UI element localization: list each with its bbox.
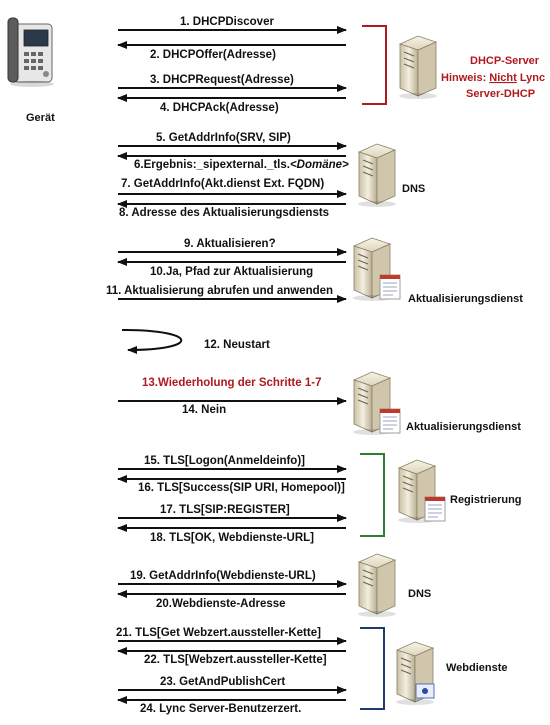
msg-13: 13.Wiederholung der Schritte 1-7: [142, 377, 321, 389]
restart-loop-arrow: [121, 329, 183, 354]
msg-17: 17. TLS[SIP:REGISTER]: [160, 504, 290, 516]
dhcp-note: Hinweis: Nicht Lync: [441, 72, 545, 84]
msg-19: 19. GetAddrInfo(Webdienste-URL): [130, 570, 316, 582]
desk-phone-icon: [7, 17, 54, 87]
dns-2-label: DNS: [408, 588, 431, 600]
msg-11: 11. Aktualisierung abrufen und anwenden: [106, 285, 333, 297]
msg-18: 18. TLS[OK, Webdienste-URL]: [150, 532, 314, 544]
device-label: Gerät: [26, 112, 55, 124]
registrar-server-icon: [397, 459, 446, 524]
dns-server-2-icon: [357, 553, 397, 618]
dns-label: DNS: [402, 183, 425, 195]
msg-16: 16. TLS[Success(SIP URI, Homepool)]: [138, 482, 345, 494]
msg-20: 20.Webdienste-Adresse: [156, 598, 286, 610]
msg-15: 15. TLS[Logon(Anmeldeinfo)]: [144, 455, 305, 467]
dns-server-icon: [357, 143, 397, 208]
update-service-2-label: Aktualisierungsdienst: [406, 421, 521, 433]
msg-7: 7. GetAddrInfo(Akt.dienst Ext. FQDN): [121, 178, 324, 190]
msg-24: 24. Lync Server-Benutzerzert.: [140, 703, 301, 715]
message-arrows: [117, 26, 347, 704]
msg-12: 12. Neustart: [204, 339, 270, 351]
dhcp-bracket: [362, 25, 387, 105]
msg-1: 1. DHCPDiscover: [180, 16, 274, 28]
msg-21: 21. TLS[Get Webzert.aussteller-Kette]: [116, 627, 321, 639]
dhcp-note-line3: Server-DHCP: [466, 88, 535, 100]
msg-6: 6.Ergebnis:_sipexternal._tls.<Domäne>: [134, 159, 349, 171]
msg-14: 14. Nein: [182, 404, 226, 416]
msg-2: 2. DHCPOffer(Adresse): [150, 49, 276, 61]
msg-23: 23. GetAndPublishCert: [160, 676, 285, 688]
msg-10: 10.Ja, Pfad zur Aktualisierung: [150, 266, 313, 278]
update-server-icon: [352, 237, 401, 302]
msg-5: 5. GetAddrInfo(SRV, SIP): [156, 132, 291, 144]
update-server-2-icon: [352, 371, 401, 436]
webservices-bracket: [360, 627, 385, 710]
msg-9: 9. Aktualisieren?: [184, 238, 276, 250]
registrar-label: Registrierung: [450, 494, 522, 506]
webservices-server-icon: [395, 641, 435, 706]
dhcp-server-icon: [398, 35, 438, 100]
message-labels: 1. DHCPDiscover 2. DHCPOffer(Adresse) 3.…: [106, 16, 349, 715]
msg-22: 22. TLS[Webzert.aussteller-Kette]: [144, 654, 327, 666]
update-service-label: Aktualisierungsdienst: [408, 293, 523, 305]
registrar-bracket: [360, 453, 385, 537]
msg-4: 4. DHCPAck(Adresse): [160, 102, 279, 114]
msg-8: 8. Adresse des Aktualisierungsdiensts: [119, 207, 329, 219]
webservices-label: Webdienste: [446, 662, 508, 674]
dhcp-server-label: DHCP-Server: [470, 55, 540, 67]
msg-3: 3. DHCPRequest(Adresse): [150, 74, 294, 86]
